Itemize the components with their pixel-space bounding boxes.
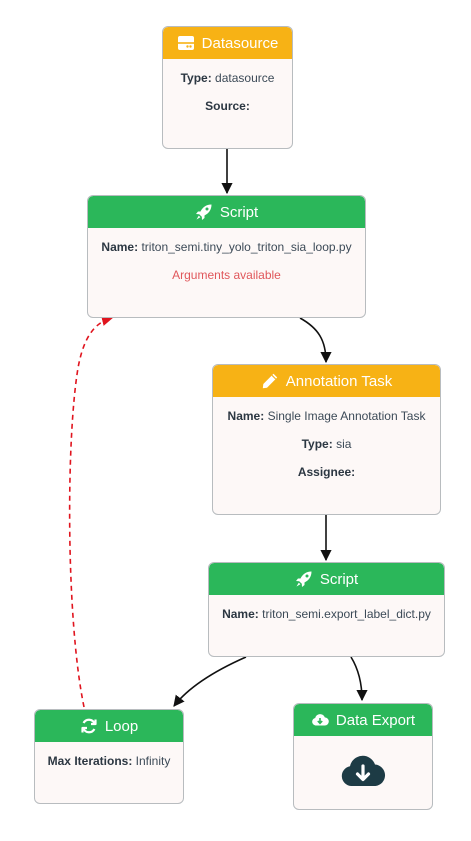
loop-iterations-value: Infinity bbox=[135, 754, 171, 768]
rocket-icon bbox=[295, 570, 313, 588]
data-export-node-title: Data Export bbox=[335, 711, 416, 729]
script1-arguments-note[interactable]: Arguments available bbox=[172, 268, 281, 282]
annotation-task-node[interactable]: Annotation Task Name: Single Image Annot… bbox=[212, 364, 441, 515]
data-export-node[interactable]: Data Export bbox=[293, 703, 433, 810]
script2-name-row: Name: triton_semi.export_label_dict.py bbox=[209, 605, 444, 633]
annotation-task-node-header: Annotation Task bbox=[213, 365, 440, 397]
annotation-assignee-row: Assignee: bbox=[213, 463, 440, 491]
annotation-name-row: Name: Single Image Annotation Task bbox=[213, 407, 440, 435]
refresh-icon bbox=[80, 717, 98, 735]
loop-iterations-row: Max Iterations: Infinity bbox=[35, 752, 183, 780]
annotation-type-label: Type: bbox=[301, 437, 333, 451]
cloud-download-icon bbox=[311, 711, 329, 729]
edge-loop-to-script1 bbox=[68, 315, 114, 708]
script2-name-value: triton_semi.export_label_dict.py bbox=[262, 607, 431, 621]
script2-name-label: Name: bbox=[222, 607, 259, 621]
rocket-icon bbox=[195, 203, 213, 221]
datasource-source-label: Source: bbox=[205, 99, 250, 113]
annotation-name-value: Single Image Annotation Task bbox=[267, 409, 426, 423]
annotation-task-node-title: Annotation Task bbox=[285, 372, 393, 390]
script1-name-label: Name: bbox=[101, 240, 139, 254]
annotation-assignee-label: Assignee: bbox=[297, 465, 356, 479]
annotation-type-value: sia bbox=[336, 437, 352, 451]
script-node-2-header: Script bbox=[209, 563, 444, 595]
pencil-icon bbox=[261, 372, 279, 390]
loop-node-header: Loop bbox=[35, 710, 183, 742]
script-node-2[interactable]: Script Name: triton_semi.export_label_di… bbox=[208, 562, 445, 657]
cloud-download-icon[interactable] bbox=[339, 752, 387, 793]
edge-script1-to-annotation bbox=[299, 317, 332, 364]
datasource-source-row: Source: bbox=[163, 97, 292, 125]
script-node-1-title: Script bbox=[219, 203, 259, 221]
loop-iterations-label: Max Iterations: bbox=[47, 754, 133, 768]
loop-node[interactable]: Loop Max Iterations: Infinity bbox=[34, 709, 184, 804]
edge-script2-to-export bbox=[350, 656, 368, 702]
script-node-2-title: Script bbox=[319, 570, 359, 588]
script1-name-value: triton_semi.tiny_yolo_triton_sia_loop.py bbox=[141, 240, 352, 254]
datasource-node-title: Datasource bbox=[201, 34, 279, 52]
datasource-type-label: Type: bbox=[180, 71, 212, 85]
datasource-node[interactable]: Datasource Type: datasource Source: bbox=[162, 26, 293, 149]
datasource-type-row: Type: datasource bbox=[163, 69, 292, 97]
datasource-type-value: datasource bbox=[215, 71, 275, 85]
script-node-1-header: Script bbox=[88, 196, 365, 228]
data-export-node-header: Data Export bbox=[294, 704, 432, 736]
script1-name-row: Name: triton_semi.tiny_yolo_triton_sia_l… bbox=[88, 238, 365, 266]
script-node-1[interactable]: Script Name: triton_semi.tiny_yolo_trito… bbox=[87, 195, 366, 318]
server-icon bbox=[177, 34, 195, 52]
edge-script2-to-loop bbox=[173, 656, 247, 707]
loop-node-title: Loop bbox=[104, 717, 139, 735]
annotation-name-label: Name: bbox=[227, 409, 265, 423]
annotation-type-row: Type: sia bbox=[213, 435, 440, 463]
datasource-node-header: Datasource bbox=[163, 27, 292, 59]
